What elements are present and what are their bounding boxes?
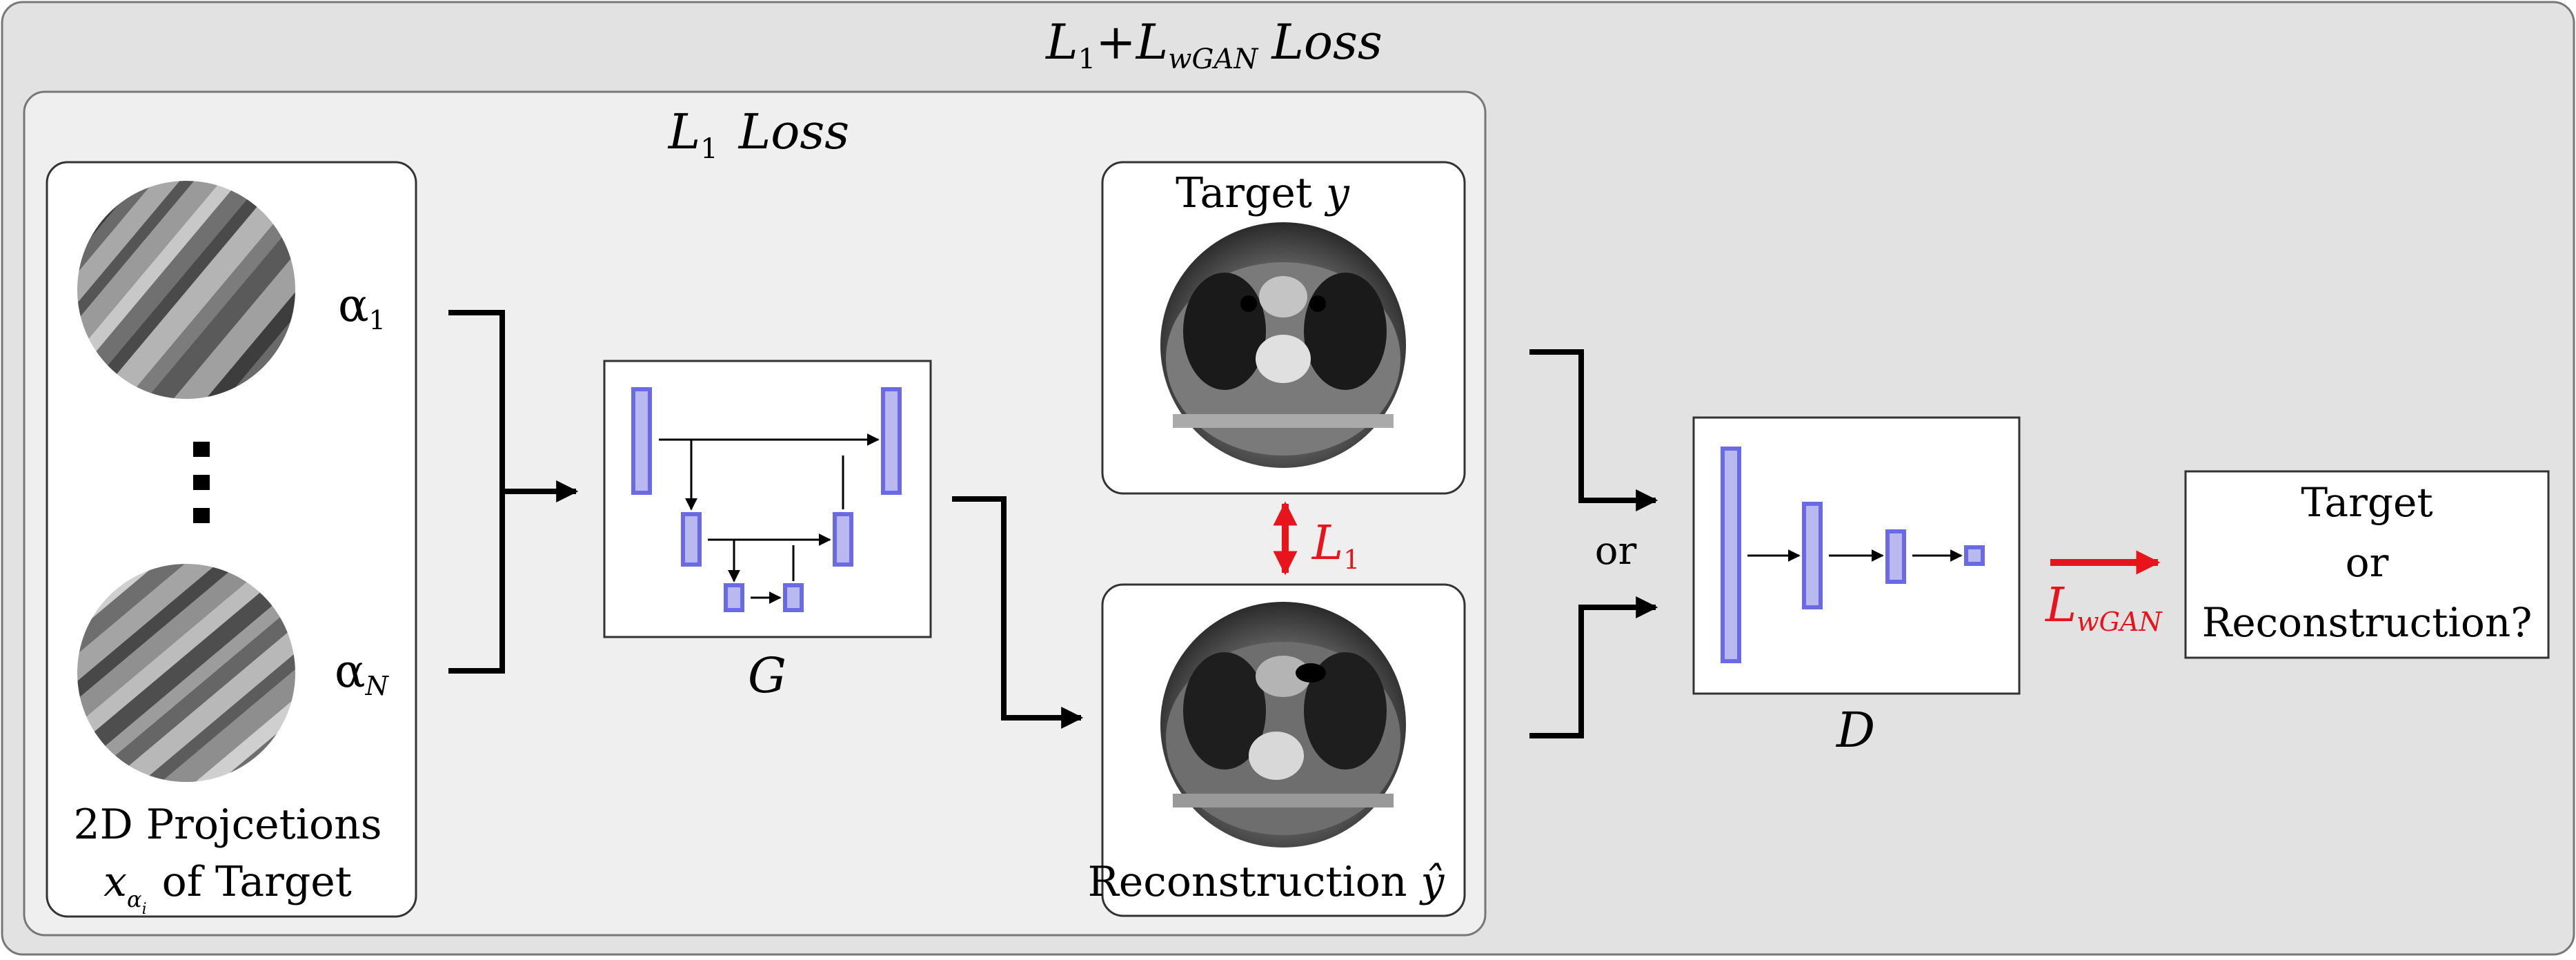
- wgan-arrow-label: LwGAN: [2044, 578, 2163, 637]
- output-box: [2184, 470, 2550, 659]
- inputs-to-d-arrows: [1529, 349, 1658, 738]
- d-block-2: [1802, 502, 1823, 609]
- alpha-1-label: α1: [338, 279, 386, 335]
- unet-block-enc1: [631, 387, 652, 495]
- generator-box: [603, 360, 932, 638]
- projection-image-n: [77, 564, 295, 782]
- ellipsis-dots: [193, 442, 210, 523]
- generator-unet-arrows: [659, 433, 880, 604]
- output-line-1: Target: [2301, 479, 2433, 526]
- unet-block-dec2: [833, 512, 853, 567]
- output-line-3: Reconstruction?: [2202, 599, 2533, 646]
- projections-caption-line2: xαiof Target: [103, 858, 352, 918]
- output-line-2: or: [2346, 539, 2389, 586]
- l1-arrow-label: L1: [1311, 516, 1360, 575]
- d-block-4: [1964, 545, 1985, 566]
- projections-caption-line1: 2D Projcetions: [73, 801, 382, 849]
- unet-block-enc2: [681, 512, 702, 567]
- projections-bracket-arrow: [448, 310, 579, 674]
- d-block-3: [1885, 529, 1906, 584]
- target-ct-image: [1160, 222, 1406, 468]
- discriminator-label: D: [1835, 702, 1875, 758]
- unet-block-enc3: [724, 583, 744, 612]
- reconstruction-ct-image: [1160, 602, 1406, 848]
- generator-label: G: [748, 647, 786, 704]
- or-label: or: [1595, 529, 1637, 574]
- unet-block-dec1: [881, 387, 902, 495]
- generator-unet: [631, 387, 902, 612]
- g-to-reconstruction-arrow: [952, 496, 1084, 729]
- projection-image-1: [77, 181, 295, 399]
- discriminator-blocks: [1721, 447, 1985, 663]
- d-block-1: [1721, 447, 1741, 663]
- unet-block-dec3: [783, 583, 804, 612]
- alpha-n-label: αN: [335, 645, 390, 701]
